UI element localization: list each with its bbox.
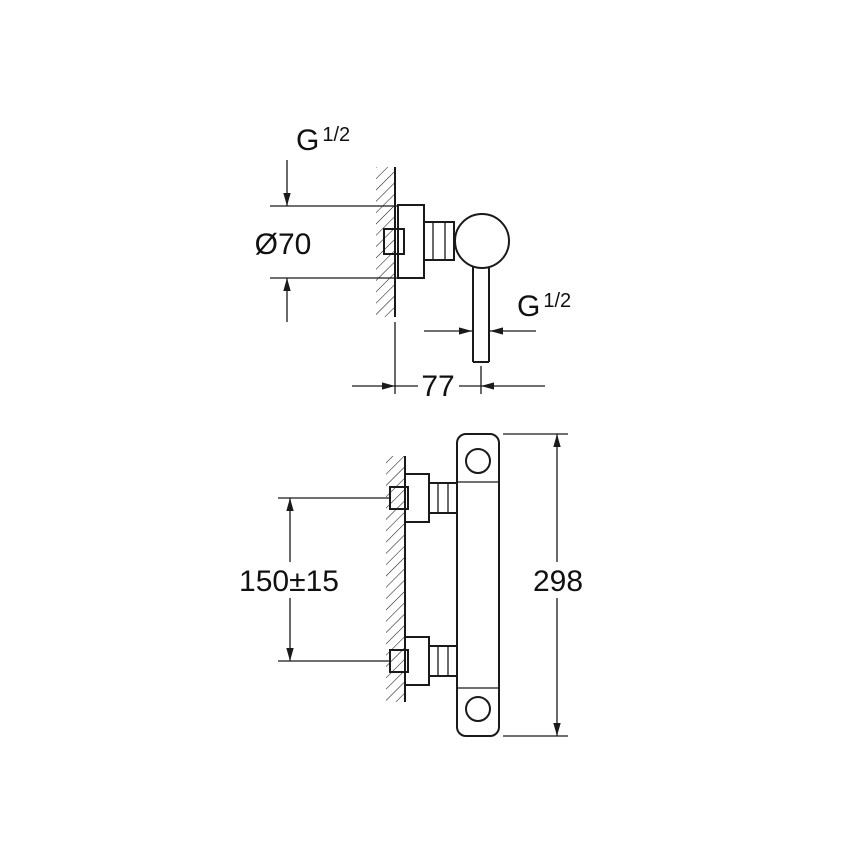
dim-inlet-spacing: 150±15: [239, 497, 390, 662]
dim-overall-height: 298: [503, 433, 583, 737]
front-view: 150±15 298: [239, 433, 583, 737]
union-nut-body: [423, 221, 455, 261]
outlet-pipe: [472, 266, 490, 363]
union-nut-body: [428, 645, 458, 677]
top-cap-screw: [465, 448, 491, 474]
bottom-cap-screw: [465, 696, 491, 722]
wall-to-outlet-distance-label: 77: [421, 370, 454, 403]
wall-hatch-area: [386, 456, 405, 702]
union-nut-body: [428, 482, 458, 514]
wall-union-square: [383, 228, 405, 255]
mixer-body-outline: [456, 433, 500, 737]
wall-hatch-area: [376, 167, 395, 317]
escutcheon-diameter-label: Ø70: [255, 228, 312, 261]
overall-height-label: 298: [533, 565, 583, 598]
escutcheon: [397, 204, 425, 279]
dim-wall-to-outlet: 77: [352, 322, 545, 403]
valve-body-circle: [454, 213, 510, 269]
inlet-spacing-label: 150±15: [239, 565, 339, 598]
front-view-wall-hatch: [386, 456, 406, 702]
union-nut: [423, 221, 455, 261]
mixer-body: [456, 433, 500, 737]
side-view-wall-hatch: [376, 167, 396, 317]
